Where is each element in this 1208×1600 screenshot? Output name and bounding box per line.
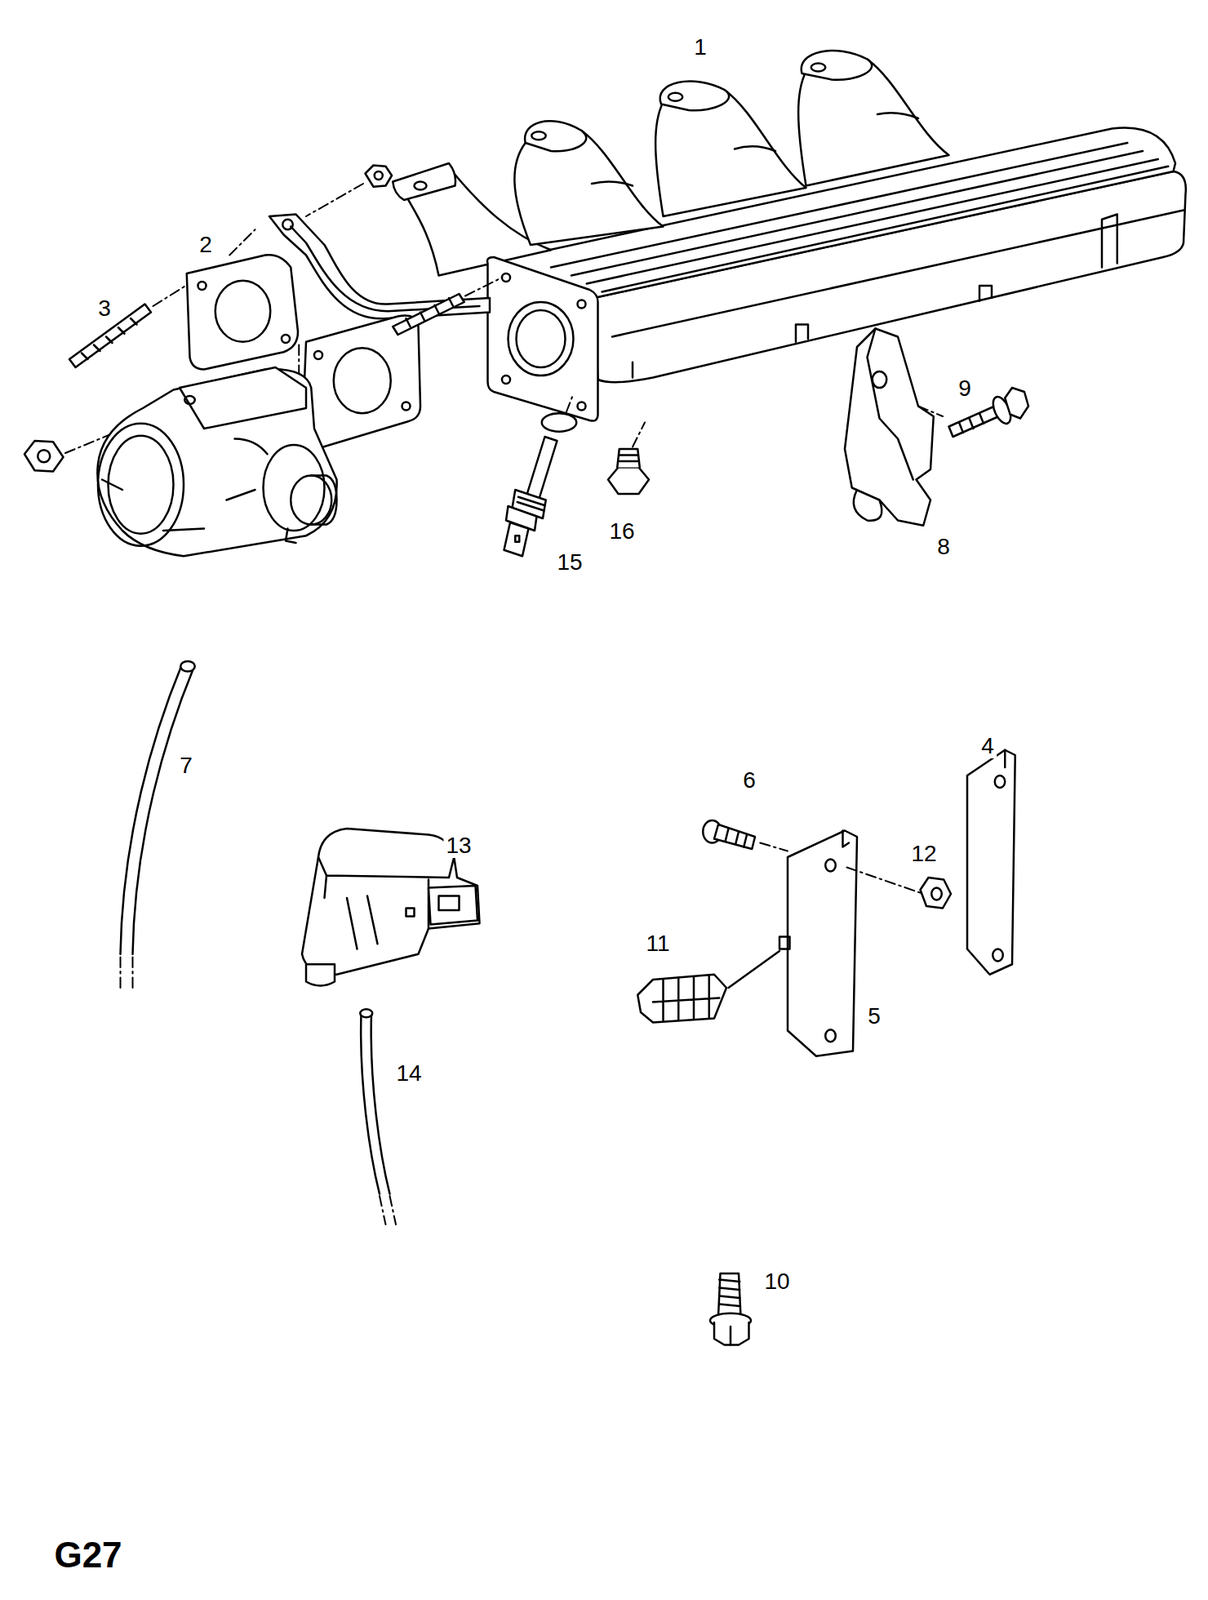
callout-number: 12 <box>908 841 939 867</box>
bracket <box>779 830 924 1057</box>
callout-number: 7 <box>177 753 196 778</box>
bracket <box>844 328 943 526</box>
bracket <box>967 750 1016 975</box>
bolt <box>710 1273 751 1346</box>
callout-number: 8 <box>934 534 953 560</box>
callout-number: 1 <box>691 35 710 60</box>
screw-plug <box>608 422 649 495</box>
temperature-sensor <box>504 394 578 557</box>
hose <box>359 1008 396 1225</box>
callout-number: 3 <box>95 296 114 321</box>
callout-number: 10 <box>761 1269 792 1294</box>
stud <box>69 277 502 368</box>
callout-number: 2 <box>196 232 215 258</box>
callout-number: 11 <box>643 931 672 956</box>
callout-number: 5 <box>865 1003 884 1029</box>
bolt <box>702 820 788 852</box>
callout-number: 15 <box>554 550 585 575</box>
flange-nut <box>920 877 952 909</box>
callout-number: 6 <box>740 768 759 793</box>
pressure-sensor <box>302 828 480 986</box>
hex-nut <box>306 165 392 218</box>
callout-number: 9 <box>955 376 974 401</box>
callout-number: 16 <box>606 519 637 544</box>
clip <box>637 950 780 1023</box>
hose <box>120 661 196 991</box>
callout-number: 14 <box>393 1061 424 1086</box>
callout-number: 4 <box>978 733 997 759</box>
figure-code: G27 <box>51 1536 125 1574</box>
throttle-housing <box>97 367 337 556</box>
callout-number: 13 <box>443 833 474 858</box>
